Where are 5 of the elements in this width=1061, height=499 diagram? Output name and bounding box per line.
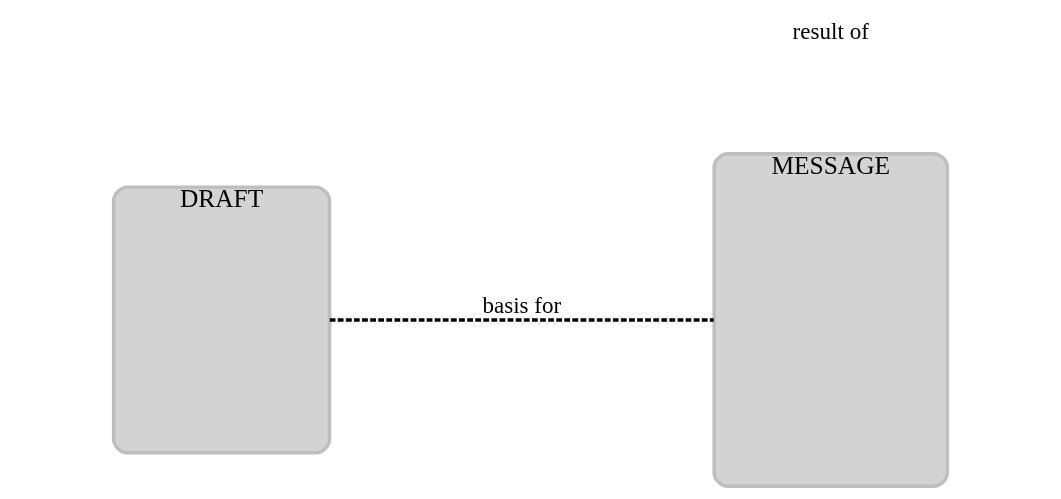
edge-label: basis for (482, 292, 562, 319)
connector (329, 318, 714, 322)
node-box: DRAFT (111, 185, 332, 455)
node-box: MESSAGE (712, 151, 950, 488)
label: result of (792, 18, 869, 45)
